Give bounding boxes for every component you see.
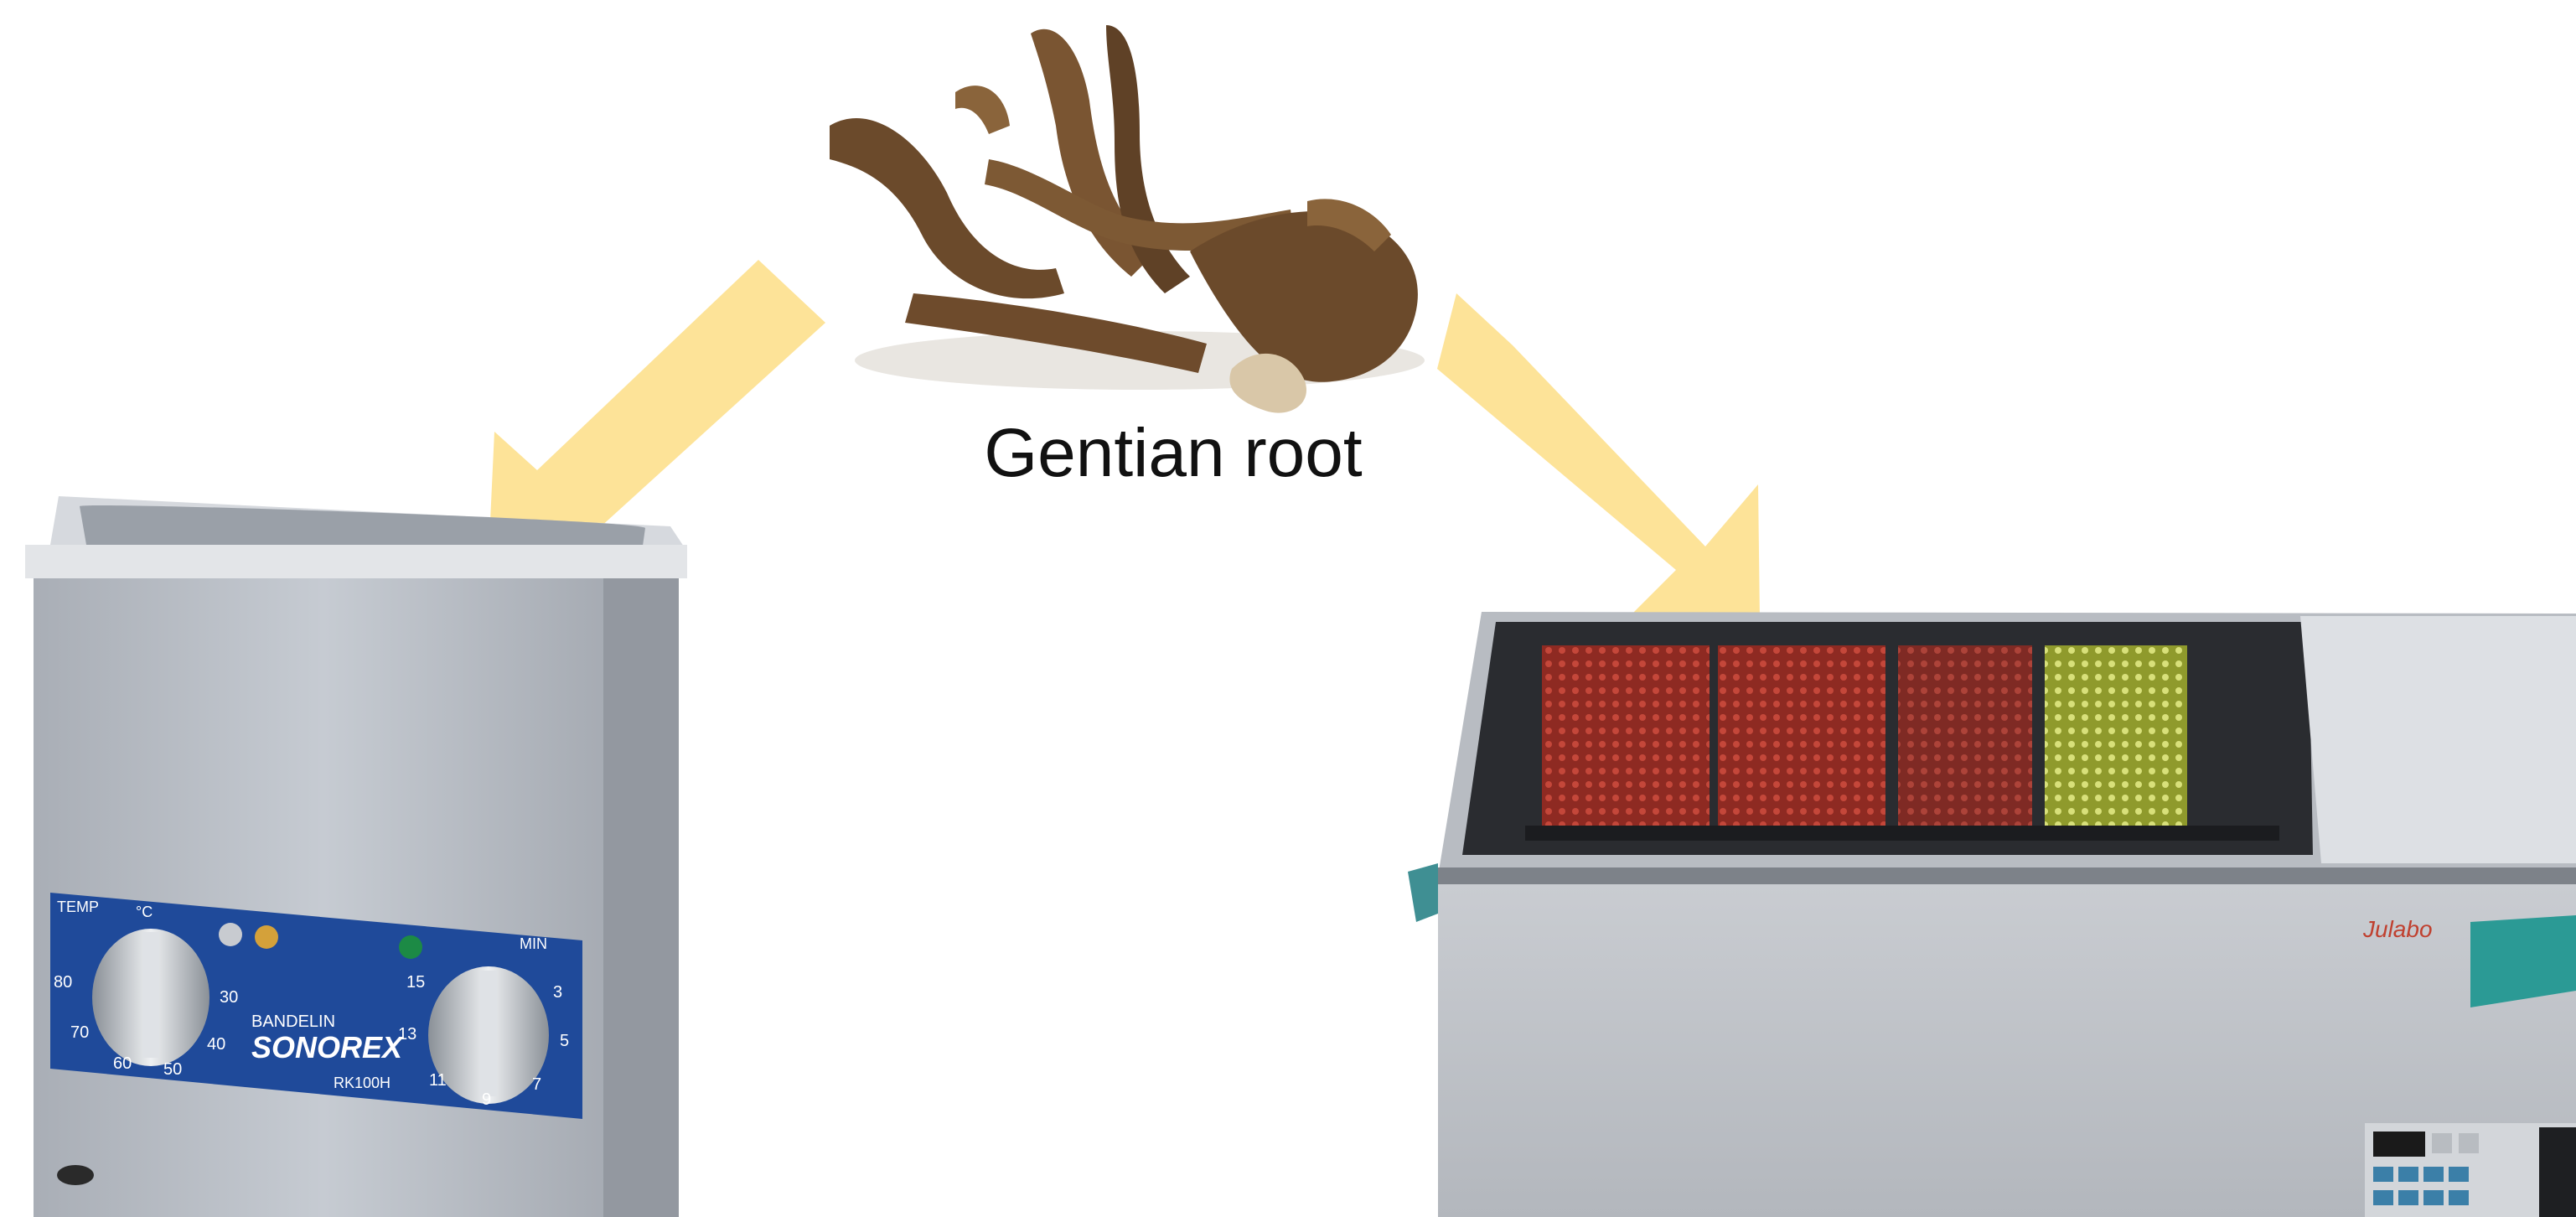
time-label: MIN xyxy=(520,935,547,952)
sample-rack-1 xyxy=(1542,645,1710,838)
temp-scale-60: 60 xyxy=(113,1054,132,1073)
gentian-root-label: Gentian root xyxy=(922,419,1425,488)
time-scale-11: 11 xyxy=(429,1071,447,1090)
sample-rack-2 xyxy=(1718,645,1885,838)
temp-scale-70: 70 xyxy=(70,1023,89,1042)
water-bath-brand: Julabo xyxy=(2362,916,2433,942)
time-scale-15: 15 xyxy=(406,973,425,992)
sonicator-brand-small: BANDELIN xyxy=(251,1012,335,1031)
time-scale-9: 9 xyxy=(482,1090,491,1109)
ultrasonic-bath-icon: TEMP °C MIN 80 70 60 50 40 30 15 13 11 9… xyxy=(25,496,687,1217)
temp-scale-50: 50 xyxy=(163,1060,182,1079)
time-scale-5: 5 xyxy=(560,1032,569,1050)
sample-rack-3 xyxy=(1898,645,2032,838)
time-scale-7: 7 xyxy=(532,1075,541,1094)
shaking-water-bath-icon: Julabo xyxy=(1408,612,2576,1217)
sample-rack-4 xyxy=(2045,645,2187,838)
temp-scale-80: 80 xyxy=(54,973,72,992)
time-scale-3: 3 xyxy=(553,983,562,1002)
temp-label: TEMP xyxy=(57,899,99,915)
sonicator-model: RK100H xyxy=(334,1075,391,1091)
temp-scale-30: 30 xyxy=(220,988,238,1007)
temp-scale-40: 40 xyxy=(207,1035,225,1054)
temp-unit: °C xyxy=(136,904,153,920)
sonicator-brand: SONOREX xyxy=(251,1030,404,1064)
